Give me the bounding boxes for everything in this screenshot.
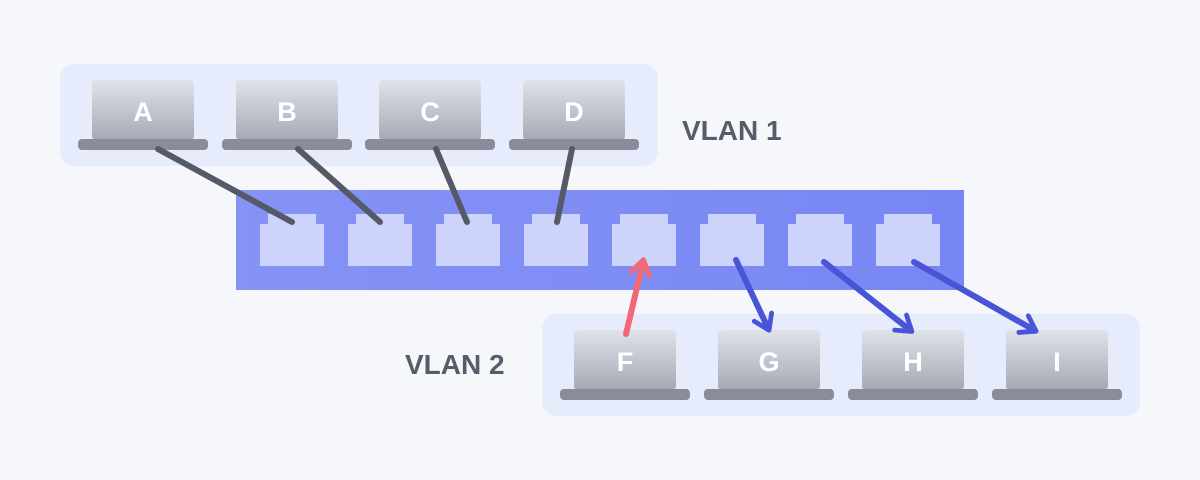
laptop-b[interactable]: B (222, 80, 352, 150)
laptop-base (365, 139, 495, 150)
laptop-base (222, 139, 352, 150)
cable-c (433, 146, 470, 225)
laptop-base (992, 389, 1122, 400)
arrow-switch-to-h (821, 259, 915, 334)
vlan1-cables (155, 146, 575, 225)
laptop-f[interactable]: F (560, 330, 690, 400)
vlan2-group-box (542, 314, 1140, 416)
ethernet-port-icon (524, 214, 588, 266)
laptop-icon (523, 80, 625, 140)
arrow-switch-to-g (733, 257, 774, 333)
laptop-label: F (617, 347, 634, 377)
cable-b (295, 146, 383, 225)
laptop-base (560, 389, 690, 400)
ethernet-port-icon (788, 214, 852, 266)
laptop-h[interactable]: H (848, 330, 978, 400)
laptop-base (704, 389, 834, 400)
ethernet-port-icon (876, 214, 940, 266)
laptop-icon (236, 80, 338, 140)
laptop-a[interactable]: A (78, 80, 208, 150)
laptop-label: C (420, 97, 440, 127)
laptop-label: I (1053, 347, 1061, 377)
laptop-label: H (903, 347, 923, 377)
vlan1-label: VLAN 1 (682, 115, 782, 146)
laptop-icon (574, 330, 676, 390)
laptop-label: G (758, 347, 779, 377)
laptop-g[interactable]: G (704, 330, 834, 400)
vlan2-traffic-arrows (623, 257, 1039, 337)
ethernet-port-icon (436, 214, 500, 266)
ethernet-port-icon (700, 214, 764, 266)
laptop-i[interactable]: I (992, 330, 1122, 400)
cable-a (155, 146, 295, 225)
laptop-label: A (133, 97, 153, 127)
switch-ports (260, 214, 940, 266)
laptop-base (78, 139, 208, 150)
laptop-icon (92, 80, 194, 140)
laptop-icon (1006, 330, 1108, 390)
ethernet-port-icon (348, 214, 412, 266)
laptop-label: B (277, 97, 297, 127)
laptop-c[interactable]: C (365, 80, 495, 150)
arrow-switch-to-i (911, 259, 1039, 335)
ethernet-port-icon (260, 214, 324, 266)
vlan2-label: VLAN 2 (405, 349, 505, 380)
laptop-label: D (564, 97, 584, 127)
laptop-icon (379, 80, 481, 140)
network-switch (236, 190, 964, 290)
cable-d (554, 146, 575, 225)
laptop-base (848, 389, 978, 400)
arrow-f-to-switch (623, 257, 652, 337)
vlan1-group-box (60, 64, 658, 166)
laptop-icon (718, 330, 820, 390)
laptop-icon (862, 330, 964, 390)
laptop-d[interactable]: D (509, 80, 639, 150)
ethernet-port-icon (612, 214, 676, 266)
laptop-base (509, 139, 639, 150)
